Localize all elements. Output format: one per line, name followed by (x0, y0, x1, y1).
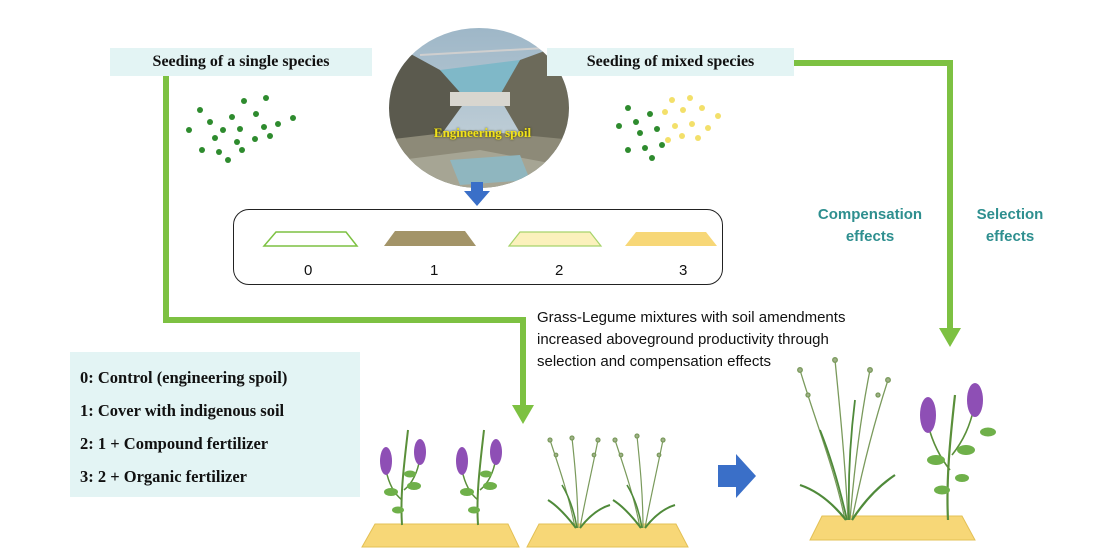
legume-plant-right (456, 429, 502, 526)
legume-plot (361, 523, 520, 548)
treatment-1-label: 1 (430, 262, 439, 279)
result-arrow (718, 454, 756, 498)
treatment-legend: 0: Control (engineering spoil) 1: Cover … (70, 352, 360, 497)
mixture-grass (797, 357, 896, 521)
legume-plant-left (380, 429, 426, 526)
treatment-box: 0 1 2 3 (233, 209, 723, 285)
conclusion-text: Grass-Legume mixtures with soil amendmen… (537, 309, 846, 370)
treatment-0-label: 0 (304, 262, 313, 279)
engineering-spoil-label: Engineering spoil (433, 125, 532, 140)
mixture-legume (920, 383, 996, 521)
legend-item-2: 2: 1 + Compound fertilizer (80, 434, 269, 453)
plot-2 (507, 231, 603, 247)
plot-3 (625, 232, 717, 246)
mixture-plot (809, 515, 976, 541)
legend-item-0: 0: Control (engineering spoil) (80, 368, 288, 387)
mixed-species-label: Seeding of mixed species (547, 48, 794, 76)
engineering-spoil-photo (389, 28, 569, 188)
grass-plot (526, 523, 689, 548)
grass-plant-right (612, 433, 676, 529)
mixed-species-seeds (616, 95, 721, 161)
grass-plant-left (547, 435, 611, 529)
single-species-seeds (186, 95, 296, 163)
treatment-3-label: 3 (679, 262, 688, 279)
legend-item-3: 3: 2 + Organic fertilizer (80, 467, 247, 486)
compensation-effects-label: Compensation effects (817, 206, 923, 245)
mixed-species-flow-arrow (794, 60, 953, 328)
treatment-plots (262, 231, 717, 247)
spoil-down-arrow (464, 182, 490, 206)
selection-effects-label: Selection effects (976, 206, 1044, 245)
legend-item-1: 1: Cover with indigenous soil (80, 401, 285, 420)
single-species-arrowhead (512, 405, 534, 424)
single-species-flow-arrow (163, 76, 526, 405)
mixed-species-arrowhead (939, 328, 961, 347)
single-species-label: Seeding of a single species (110, 48, 372, 76)
treatment-2-label: 2 (555, 262, 564, 279)
plot-1 (384, 231, 476, 246)
bottom-plots (361, 515, 976, 548)
plot-0 (262, 231, 359, 247)
